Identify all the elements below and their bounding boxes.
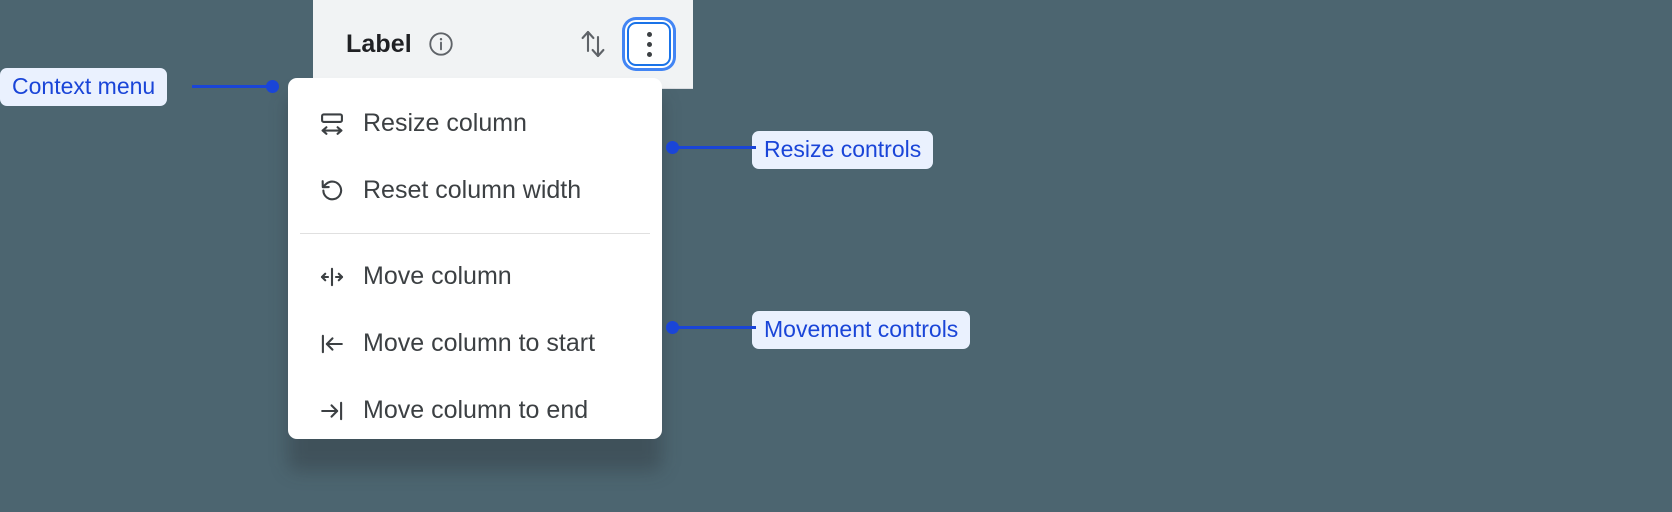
more-vertical-kebab-icon-dot3 (646, 51, 652, 57)
menu-item-reset-column-width[interactable]: Reset column width (288, 157, 662, 224)
menu-item-move-column-to-end[interactable]: Move column to end (288, 377, 662, 439)
more-vertical-kebab-icon (646, 31, 652, 37)
info-circle-icon[interactable] (427, 30, 455, 58)
menu-item-resize-column[interactable]: Resize column (288, 90, 662, 157)
more-vertical-kebab-icon-dot2 (646, 41, 652, 47)
menu-item-label: Move column (363, 262, 512, 290)
annotation-connector-resize-controls (672, 146, 756, 149)
annotation-connector-context-menu (192, 85, 274, 88)
annotation-label-resize-controls: Resize controls (752, 131, 934, 170)
menu-item-move-column-to-start[interactable]: Move column to start (288, 310, 662, 377)
menu-item-label: Resize column (363, 109, 527, 137)
menu-item-label: Move column to end (363, 396, 589, 424)
move-to-start-arrow-icon (318, 330, 346, 358)
resize-column-width-icon (318, 110, 346, 138)
annotation-connector-movement-controls (672, 326, 756, 329)
annotation-dot-context-menu (266, 80, 279, 93)
context-menu: Resize column Reset column width (288, 78, 662, 439)
move-column-left-right-icon (318, 263, 346, 291)
page-title: Label (346, 29, 412, 58)
menu-divider (300, 233, 650, 234)
sort-up-down-arrows-icon[interactable] (575, 25, 611, 63)
menu-item-label: Move column to start (363, 329, 596, 357)
annotation-label-movement-controls: Movement controls (752, 311, 971, 350)
move-to-end-arrow-icon (318, 397, 346, 425)
annotation-dot-resize-controls (666, 141, 679, 154)
annotation-label-context-menu: Context menu (0, 68, 168, 107)
menu-item-move-column[interactable]: Move column (288, 243, 662, 310)
annotation-dot-movement-controls (666, 321, 679, 334)
reset-counterclockwise-arrow-icon (318, 177, 346, 205)
menu-item-label: Reset column width (363, 176, 582, 204)
column-header: Label (313, 0, 693, 89)
column-overflow-menu-button[interactable] (627, 22, 671, 66)
